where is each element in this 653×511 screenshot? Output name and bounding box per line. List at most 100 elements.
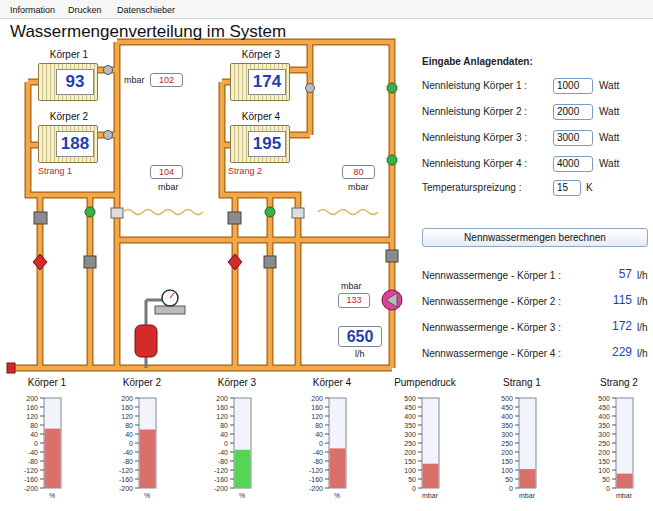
scale-number: 300 xyxy=(393,430,416,439)
scale-number: 200 xyxy=(587,448,610,457)
scale-number: -40 xyxy=(300,448,323,457)
gauge-tube xyxy=(417,392,443,492)
text-label: Nennleistung Körper 1 : xyxy=(422,80,527,92)
scale-number: 120 xyxy=(205,412,228,421)
gauge-tube xyxy=(39,392,65,492)
unit-label: mbar xyxy=(512,491,542,500)
scale-number: 150 xyxy=(587,457,610,466)
tick xyxy=(515,425,519,426)
gauge-tube xyxy=(229,392,255,492)
scale-number: 350 xyxy=(587,421,610,430)
radiator: Körper 2188 xyxy=(38,125,98,163)
flow-percent: 93 xyxy=(56,69,94,95)
scale-number: 0 xyxy=(110,439,133,448)
text-label: Nennwassermenge - Körper 4 : xyxy=(422,348,561,360)
text-label: Nennwassermenge - Körper 1 : xyxy=(422,270,561,282)
result-value: 57 xyxy=(596,267,632,281)
flow-percent: 188 xyxy=(56,131,94,157)
tick xyxy=(135,407,139,408)
radiator: Körper 4195 xyxy=(230,125,290,163)
scale-number: 250 xyxy=(393,439,416,448)
tick xyxy=(418,479,422,480)
menu-item: Datenschieber xyxy=(117,5,175,16)
push-button: Nennwassermengen berechnen xyxy=(422,228,648,247)
scale-number: -120 xyxy=(300,466,323,475)
gauge-fill xyxy=(235,450,251,488)
scale-number: 350 xyxy=(490,421,513,430)
text-label: Strang 2 xyxy=(228,166,262,177)
scale-number: 0 xyxy=(393,484,416,493)
scale-number: 40 xyxy=(300,430,323,439)
box-value: 3000 xyxy=(554,131,592,145)
tick xyxy=(612,398,616,399)
gauge-tube xyxy=(514,392,540,492)
scale-number: 160 xyxy=(300,403,323,412)
radiator-name: Körper 1 xyxy=(19,49,119,61)
text-label: Nennleistung Körper 2 : xyxy=(422,106,527,118)
scale-number: 450 xyxy=(490,403,513,412)
gauge-fill xyxy=(330,448,346,488)
unit-label: mbar xyxy=(158,182,179,193)
scale-number: 150 xyxy=(393,457,416,466)
gauge-fill xyxy=(617,474,633,488)
scale-number: -80 xyxy=(15,457,38,466)
unit-label: mbar xyxy=(415,491,445,500)
bar-gauge: Strang 1500450400350300250200150100500mb… xyxy=(490,392,554,504)
tick xyxy=(418,407,422,408)
gauge-title: Körper 3 xyxy=(185,377,289,389)
text-label: l/h xyxy=(637,322,648,334)
tick xyxy=(418,488,422,489)
scale-number: 150 xyxy=(490,457,513,466)
scale-number: 350 xyxy=(393,421,416,430)
tick xyxy=(135,461,139,462)
scale-number: 300 xyxy=(587,430,610,439)
unit-label: % xyxy=(37,491,67,500)
pipe-outline xyxy=(15,42,392,368)
tick xyxy=(40,452,44,453)
gauge-title: Körper 4 xyxy=(280,377,384,389)
box-value: 133 xyxy=(339,294,369,307)
scale-number: 40 xyxy=(205,430,228,439)
scale-number: -40 xyxy=(15,448,38,457)
tick xyxy=(325,425,329,426)
text-label: Watt xyxy=(599,80,619,92)
tick xyxy=(612,443,616,444)
gauge-fill xyxy=(520,469,536,488)
scale-number: 100 xyxy=(587,466,610,475)
tick xyxy=(418,470,422,471)
scale-number: 100 xyxy=(490,466,513,475)
scale-number: -160 xyxy=(205,475,228,484)
tick xyxy=(40,470,44,471)
tick xyxy=(325,434,329,435)
tick xyxy=(612,434,616,435)
scale-number: -160 xyxy=(300,475,323,484)
scale-number: 500 xyxy=(393,394,416,403)
menu-item: Drucken xyxy=(68,5,102,16)
radiator-name: Körper 4 xyxy=(211,111,311,123)
tick xyxy=(135,398,139,399)
text-label: Watt xyxy=(599,158,619,170)
scale-number: -200 xyxy=(205,484,228,493)
tick xyxy=(612,416,616,417)
scale-number: 250 xyxy=(587,439,610,448)
page-title: Wassermengenverteilung im System xyxy=(10,22,286,42)
scale-number: -120 xyxy=(205,466,228,475)
gauge-fill xyxy=(140,430,156,489)
unit-label: % xyxy=(227,491,257,500)
scale-number: 120 xyxy=(15,412,38,421)
button-label: Nennwassermengen berechnen xyxy=(423,229,647,246)
scale-number: 400 xyxy=(393,412,416,421)
tick xyxy=(515,461,519,462)
value-box: 80mbar xyxy=(342,165,375,179)
bar-gauge: Körper 320016012080400-40-80-120-160-200… xyxy=(205,392,269,504)
menu-rule xyxy=(0,18,653,19)
scale-number: -200 xyxy=(110,484,133,493)
tick xyxy=(40,443,44,444)
input-field: 2000 xyxy=(553,104,593,120)
tick xyxy=(325,443,329,444)
scale-number: -200 xyxy=(300,484,323,493)
tick xyxy=(40,416,44,417)
scale-number: 160 xyxy=(15,403,38,412)
scale-number: 200 xyxy=(490,448,513,457)
pipe xyxy=(15,42,392,368)
